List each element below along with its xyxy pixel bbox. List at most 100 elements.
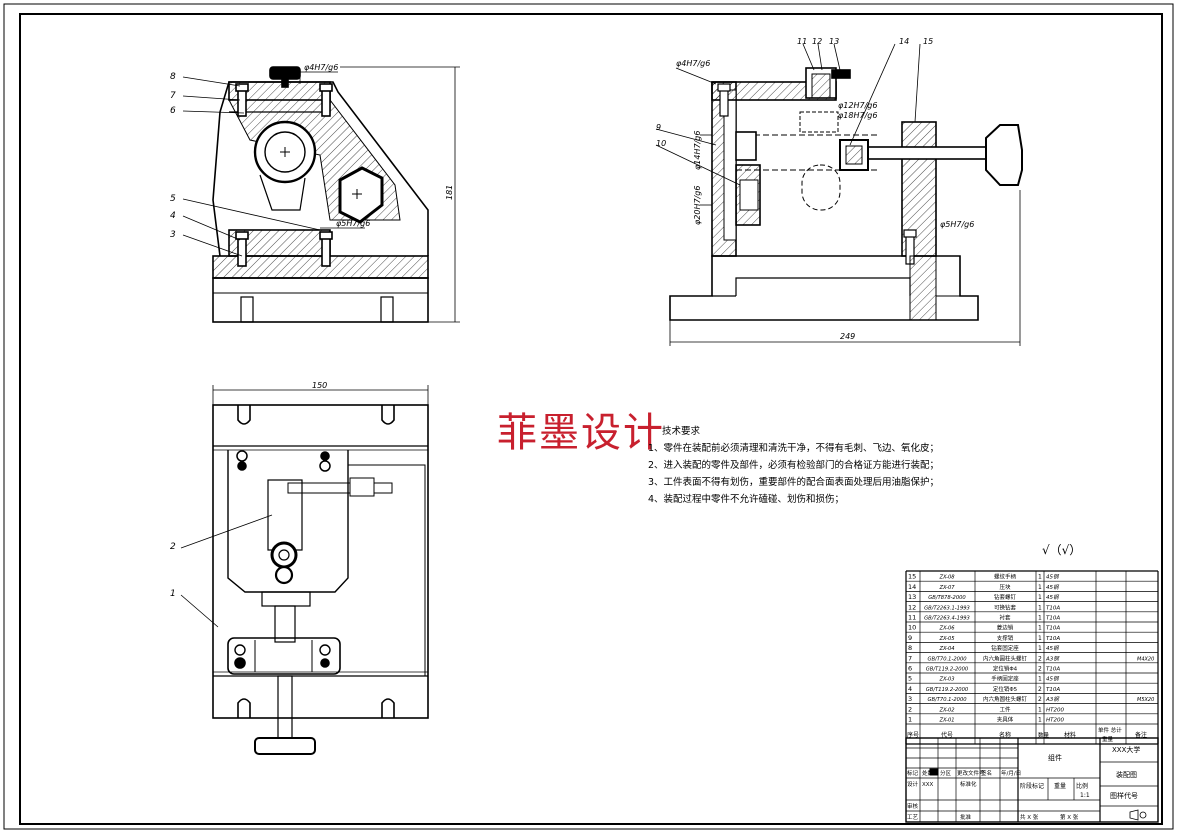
bom-row-no: 5 bbox=[908, 675, 912, 683]
top-label-1: 1 bbox=[170, 589, 176, 599]
bom-row-material: 45钢 bbox=[1046, 676, 1060, 683]
bom-row-code: ZX-05 bbox=[938, 636, 955, 642]
side-fit-4: φ14H7/g6 bbox=[693, 131, 702, 170]
bom-row-no: 14 bbox=[908, 583, 916, 591]
side-width-dim: 249 bbox=[840, 332, 855, 341]
bom-row-qty: 1 bbox=[1038, 574, 1042, 581]
bom-row-name: 可换钻套 bbox=[994, 603, 1017, 611]
bom-row-no: 4 bbox=[908, 685, 912, 693]
bom-header-qty: 数量 bbox=[1038, 731, 1050, 739]
bom-row-code: GB/T70.1-2000 bbox=[927, 697, 967, 703]
title-drawing-no: 图样代号 bbox=[1110, 791, 1138, 800]
side-fit-1: φ4H7/g6 bbox=[676, 59, 710, 68]
bom-row-code: ZX-07 bbox=[938, 585, 955, 591]
title-block bbox=[905, 737, 1159, 823]
bom-row-name: 夹具体 bbox=[997, 716, 1014, 724]
front-label-7: 7 bbox=[170, 91, 176, 101]
bom-row-note: M4X20 bbox=[1137, 656, 1154, 662]
bom-row-code: ZX-02 bbox=[938, 707, 954, 713]
bom-row-code: ZX-01 bbox=[938, 718, 954, 724]
bom-header-note: 备注 bbox=[1135, 731, 1147, 739]
bom-row-name: 衬套 bbox=[999, 614, 1011, 622]
bom-row-qty: 1 bbox=[1038, 706, 1042, 713]
title-school: XXX大学 bbox=[1112, 745, 1140, 754]
side-label-9: 9 bbox=[656, 123, 661, 132]
bom-row-code: GB/T119.2-2000 bbox=[926, 667, 969, 673]
bom-row-qty: 1 bbox=[1038, 717, 1042, 724]
bom-row-no: 6 bbox=[908, 665, 912, 673]
front-height-dim: 181 bbox=[445, 185, 454, 200]
bom-row-name: 定位销Φ5 bbox=[993, 685, 1018, 693]
title-design: 设计 bbox=[907, 780, 919, 788]
technical-requirement-4: 4、装配过程中零件不允许磕碰、划伤和损伤； bbox=[648, 494, 845, 505]
bom-row-name: 手柄固定座 bbox=[991, 675, 1019, 683]
bom-row-name: 钻套螺钉 bbox=[994, 593, 1017, 601]
bom-row-name: 压块 bbox=[999, 583, 1011, 591]
bom-row-code: GB/T2263.1-1993 bbox=[924, 605, 970, 611]
title-check: 审核 bbox=[907, 802, 919, 810]
bom-header-material: 材料 bbox=[1064, 731, 1076, 739]
title-designer: XXX bbox=[922, 782, 934, 788]
title-date: 年/月/日 bbox=[1001, 769, 1021, 777]
bom-row-material: T10A bbox=[1046, 667, 1060, 673]
title-count: 处数 bbox=[922, 769, 934, 777]
bom-header-name: 名称 bbox=[999, 731, 1011, 739]
bom-row-name: 定位销Φ4 bbox=[993, 665, 1018, 673]
front-fit-top: φ4H7/g6 bbox=[304, 63, 338, 72]
bom-row-name: 工件 bbox=[999, 705, 1011, 713]
side-fit-5: φ20H7/g6 bbox=[693, 186, 702, 225]
bom-row-no: 15 bbox=[908, 573, 916, 581]
bom-row-material: T10A bbox=[1046, 616, 1060, 622]
front-label-5: 5 bbox=[170, 194, 176, 204]
inner-frame bbox=[19, 13, 1163, 825]
title-change-doc: 更改文件号 bbox=[957, 769, 985, 777]
bom-row-qty: 1 bbox=[1038, 594, 1042, 601]
title-stage-mark: 阶段标记 bbox=[1020, 782, 1044, 790]
bom-row-no: 3 bbox=[908, 695, 912, 703]
technical-requirements-title: 技术要求 bbox=[662, 426, 701, 437]
bom-row-name: 内六角圆柱头螺钉 bbox=[983, 695, 1028, 703]
bom-row-material: T10A bbox=[1046, 605, 1060, 611]
title-standardize: 标准化 bbox=[960, 780, 977, 788]
bom-row-name: 钻套固定座 bbox=[991, 644, 1019, 652]
bom-row-no: 8 bbox=[908, 644, 912, 652]
bom-row-name: 内六角圆柱头螺钉 bbox=[983, 654, 1028, 662]
title-part-class: 组件 bbox=[1048, 753, 1062, 762]
bom-row-qty: 1 bbox=[1038, 676, 1042, 683]
bom-row-code: GB/T70.1-2000 bbox=[927, 656, 967, 662]
bom-row-no: 12 bbox=[908, 603, 916, 611]
side-label-15: 15 bbox=[923, 37, 933, 46]
title-sheets: 共 X 张 bbox=[1020, 813, 1039, 821]
bom-row-no: 11 bbox=[908, 614, 916, 622]
bom-row-code: GB/T119.2-2000 bbox=[926, 687, 969, 693]
bom-row-qty: 1 bbox=[1038, 625, 1042, 632]
bom-row-code: GB/T2263.4-1993 bbox=[924, 616, 970, 622]
bom-row-code: ZX-06 bbox=[938, 626, 955, 632]
outer-frame bbox=[3, 3, 1174, 830]
title-process: 工艺 bbox=[907, 814, 919, 821]
bom-row-note: M5X20 bbox=[1137, 697, 1154, 703]
front-label-4: 4 bbox=[170, 211, 176, 221]
bom-row-qty: 1 bbox=[1038, 645, 1042, 652]
side-label-11: 11 bbox=[797, 37, 807, 46]
bom-header-no: 序号 bbox=[907, 731, 919, 739]
bom-row-qty: 1 bbox=[1038, 635, 1042, 642]
front-fit-bottom: φ5H7/g6 bbox=[336, 219, 370, 228]
title-scale-label: 比例 bbox=[1076, 782, 1088, 790]
title-approve: 批准 bbox=[960, 813, 972, 821]
title-mark: 标记 bbox=[907, 769, 919, 777]
side-fit-3: φ18H7/g6 bbox=[838, 111, 877, 120]
bom-row-material: T10A bbox=[1046, 626, 1060, 632]
bom-row-code: ZX-03 bbox=[938, 677, 954, 683]
surface-roughness-note: √（√） bbox=[1042, 543, 1082, 557]
bom-row-code: ZX-04 bbox=[938, 646, 954, 652]
bom-row-material: 45钢 bbox=[1046, 645, 1060, 652]
bom-row-no: 7 bbox=[908, 654, 912, 662]
bom-row-material: A3钢 bbox=[1045, 696, 1060, 703]
title-zone: 分区 bbox=[940, 769, 952, 777]
side-view bbox=[655, 43, 1023, 346]
bom-row-material: T10A bbox=[1046, 687, 1060, 693]
bom-row-qty: 2 bbox=[1038, 686, 1042, 693]
